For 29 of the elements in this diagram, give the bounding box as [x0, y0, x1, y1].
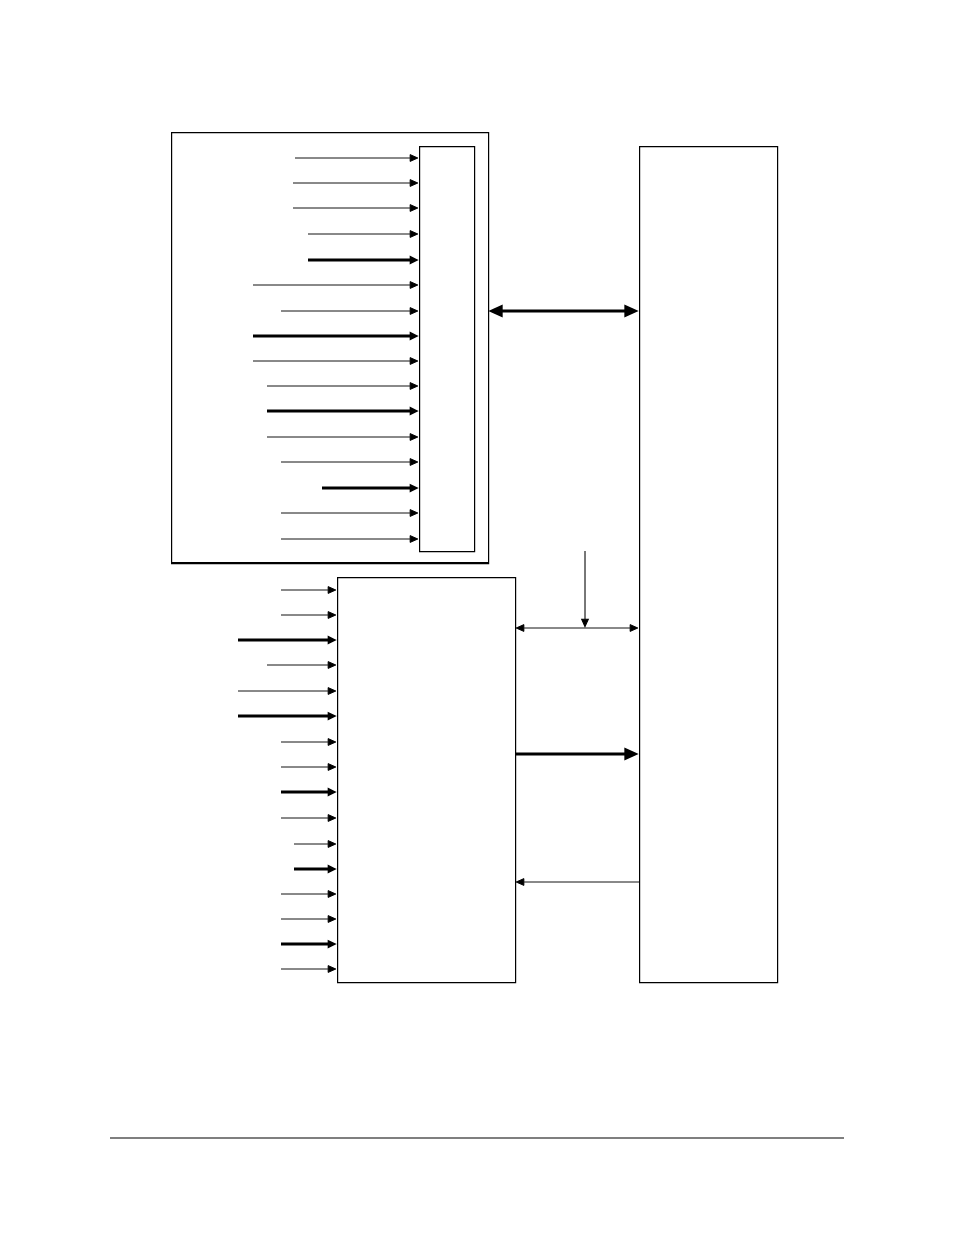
- signal-arrow: [280, 814, 337, 822]
- arrow: [515, 624, 639, 632]
- signal-arrow: [280, 458, 419, 466]
- block-box: [419, 146, 476, 553]
- signal-arrow: [307, 230, 419, 238]
- block-box: [639, 146, 779, 984]
- signal-arrow: [280, 738, 337, 746]
- signal-arrow: [252, 357, 419, 365]
- signal-arrow: [292, 204, 419, 212]
- signal-arrow: [280, 965, 337, 973]
- signal-arrow: [280, 307, 419, 315]
- signal-arrow: [280, 611, 337, 619]
- signal-arrow: [252, 281, 419, 289]
- signal-arrow: [266, 382, 419, 390]
- signal-arrow: [280, 915, 337, 923]
- signal-arrow: [280, 763, 337, 771]
- signal-arrow: [280, 509, 419, 517]
- signal-arrow: [266, 433, 419, 441]
- signal-arrow: [280, 586, 337, 594]
- block-box: [171, 132, 490, 565]
- signal-arrow: [292, 179, 419, 187]
- signal-arrow: [294, 154, 419, 162]
- signal-arrow: [280, 890, 337, 898]
- signal-arrow: [280, 535, 419, 543]
- signal-arrow: [293, 840, 337, 848]
- signal-arrow: [266, 661, 337, 669]
- signal-arrow: [237, 687, 337, 695]
- arrow: [515, 878, 640, 886]
- block-box: [337, 577, 517, 984]
